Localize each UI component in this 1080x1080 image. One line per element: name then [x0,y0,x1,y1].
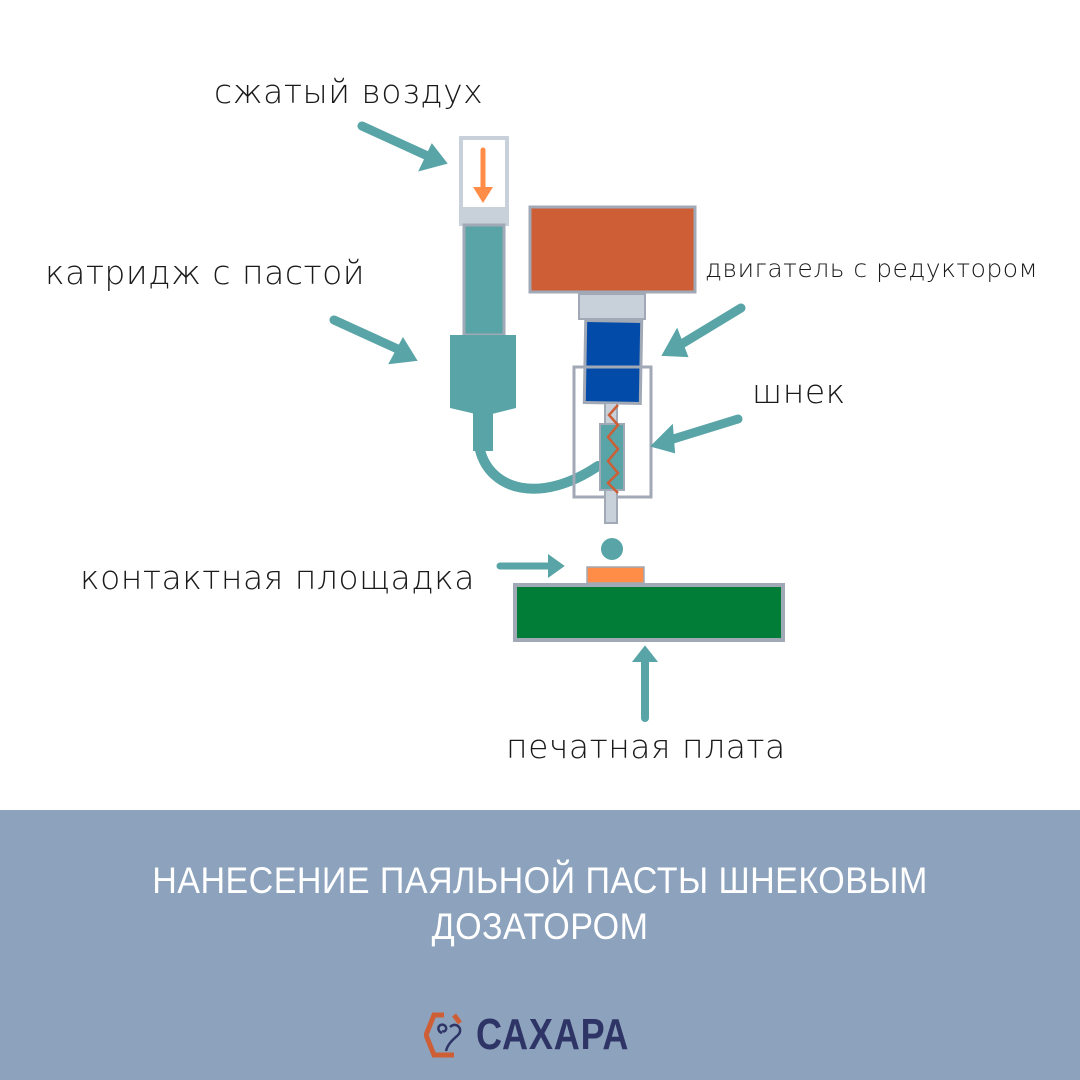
label-cartridge: катридж с пастой [45,253,366,292]
brand-logo: САХАРА [424,1008,663,1062]
arrow-icon-air [357,121,448,172]
contact-pad [586,566,645,584]
paste-cartridge [450,223,603,494]
paste-droplet [601,538,623,560]
hexagon-swirl-icon [424,1012,462,1058]
arrow-icon-screw [650,414,743,454]
label-motor: двигатель с редуктором [705,254,1038,283]
down-arrow-icon [473,147,493,203]
screw-housing [572,365,653,524]
air-inlet-cap [459,136,509,226]
screw-spiral [606,404,620,494]
label-compressed-air: сжатый воздух [214,72,484,111]
label-pcb: печатная плата [506,727,786,766]
label-screw: шнек [752,372,846,411]
arrow-icon-pcb [631,645,659,722]
logo-text: САХАРА [476,1010,630,1059]
arrow-icon-motor [661,303,746,358]
motor-gearbox [528,205,697,406]
title-line-2: ДОЗАТОРОМ [431,906,649,947]
pointer-arrows [329,121,746,722]
pcb-board [513,583,785,642]
screw-dispenser-diagram [329,121,785,722]
label-contact-pad: контактная площадка [80,558,475,597]
footer-banner: НАНЕСЕНИЕ ПАЯЛЬНОЙ ПАСТЫ ШНЕКОВЫМ ДОЗАТО… [0,810,1080,1080]
page-title: НАНЕСЕНИЕ ПАЯЛЬНОЙ ПАСТЫ ШНЕКОВЫМ ДОЗАТО… [43,858,1037,950]
arrow-icon-pad [496,554,565,578]
title-line-1: НАНЕСЕНИЕ ПАЯЛЬНОЙ ПАСТЫ ШНЕКОВЫМ [152,860,928,901]
arrow-icon-cartridge [329,315,418,365]
